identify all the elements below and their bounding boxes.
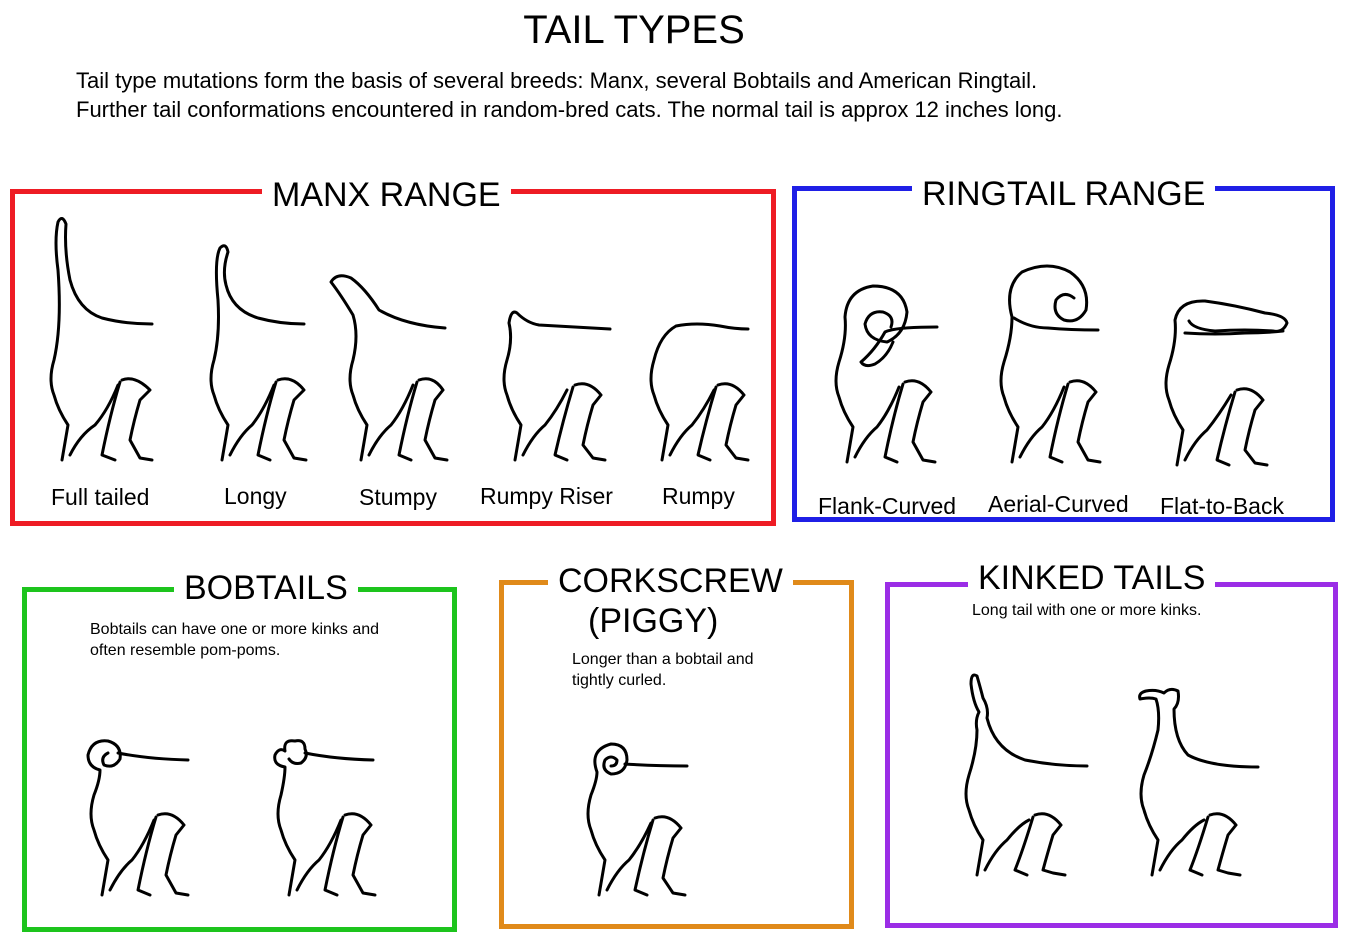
bobtails-note: Bobtails can have one or more kinks and … — [90, 619, 379, 661]
bobtail-cat-icon-2 — [273, 739, 377, 897]
flat-to-back-cat-icon — [1164, 299, 1289, 467]
caption-rumpy: Rumpy — [662, 483, 735, 509]
kinked-cat-icon-2 — [1138, 687, 1260, 877]
intro-line-2: Further tail conformations encountered i… — [76, 97, 1063, 122]
kinked-tails-heading: KINKED TAILS — [968, 560, 1216, 596]
bobtails-note-line-1: Bobtails can have one or more kinks and — [90, 621, 380, 638]
bobtails-heading: BOBTAILS — [174, 570, 358, 606]
corkscrew-heading-line-1: CORKSCREW — [548, 563, 793, 599]
aerial-curved-cat-icon — [999, 264, 1102, 464]
corkscrew-heading-line-2: (PIGGY) — [588, 602, 719, 640]
bobtails-note-line-2: often resemble pom-poms. — [90, 642, 281, 659]
corkscrew-cat-icon — [586, 742, 689, 897]
rumpy-riser-cat-icon — [502, 310, 612, 462]
stumpy-cat-icon — [329, 274, 449, 462]
intro-text: Tail type mutations form the basis of se… — [76, 66, 1062, 124]
corkscrew-note-line-1: Longer than a bobtail and — [572, 651, 754, 668]
manx-range-heading: MANX RANGE — [262, 177, 511, 213]
caption-stumpy: Stumpy — [359, 484, 437, 510]
bobtail-cat-icon-1 — [86, 739, 190, 897]
full-tailed-cat-icon — [49, 217, 154, 462]
caption-longy: Longy — [224, 483, 287, 509]
ringtail-range-heading: RINGTAIL RANGE — [912, 176, 1216, 212]
longy-cat-icon — [209, 244, 308, 462]
caption-aerial-curved: Aerial-Curved — [988, 491, 1129, 517]
caption-flat-to-back: Flat-to-Back — [1160, 493, 1284, 519]
corkscrew-note: Longer than a bobtail and tightly curled… — [572, 649, 753, 691]
kinked-cat-icon-1 — [964, 673, 1089, 877]
corkscrew-note-line-2: tightly curled. — [572, 672, 667, 689]
kinked-tails-box — [885, 582, 1338, 928]
page-title: TAIL TYPES — [523, 8, 745, 52]
flank-curved-cat-icon — [834, 284, 939, 464]
intro-line-1: Tail type mutations form the basis of se… — [76, 68, 1038, 93]
caption-rumpy-riser: Rumpy Riser — [480, 483, 613, 509]
caption-full-tailed: Full tailed — [51, 484, 150, 510]
rumpy-cat-icon — [649, 322, 750, 462]
caption-flank-curved: Flank-Curved — [818, 493, 957, 519]
kinked-tails-note: Long tail with one or more kinks. — [972, 602, 1202, 619]
